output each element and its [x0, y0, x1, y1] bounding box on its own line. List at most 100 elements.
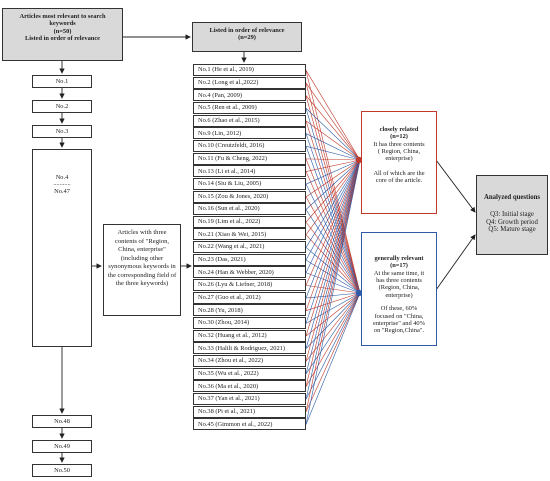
left-item-no50: No.50: [32, 464, 92, 477]
fan-line-closely: [305, 70, 361, 161]
article-row: No.11 (Fu & Cheng, 2022): [193, 152, 306, 165]
generally-relevant-line8: on "Region,China".: [373, 327, 425, 335]
article-row: No.16 (Sun et al., 2020): [193, 203, 306, 216]
article-row: No.2 (Long et al.,2022): [193, 76, 306, 89]
criteria-box: Articles with three contents of "Region,…: [103, 224, 181, 316]
arrow-closely-to-questions: [435, 159, 476, 213]
fan-line-closely: [305, 159, 361, 210]
article-row: No.38 (Pi et al., 2021): [193, 405, 306, 418]
article-row: No.21 (Xiao & Wei, 2015): [193, 228, 306, 241]
fan-line-general: [305, 292, 361, 412]
left-item-label: No.2: [55, 102, 69, 110]
fan-line-closely: [305, 159, 361, 324]
range-start: No.4: [55, 174, 69, 181]
article-row: No.45 (Gimmon et al., 2022): [193, 418, 306, 431]
article-row: No.4 (Pan, 2009): [193, 89, 306, 102]
article-row: No.37 (Yan et al., 2021): [193, 392, 306, 405]
fan-line-closely: [305, 108, 361, 161]
range-end: No.47: [54, 188, 70, 195]
hub-dot: [355, 156, 363, 164]
generally-relevant-count: (n=17): [390, 262, 408, 270]
fan-line-general: [305, 146, 361, 294]
fan-line-closely: [305, 159, 361, 248]
arrow-general-to-questions: [435, 234, 476, 291]
fan-line-closely: [305, 159, 361, 362]
generally-relevant-line2: has three contents: [376, 277, 422, 285]
fan-line-closely: [305, 159, 361, 261]
fan-line-general: [305, 247, 361, 294]
article-row: No.34 (Zhou et al., 2022): [193, 354, 306, 367]
fan-line-closely: [305, 159, 361, 223]
fan-line-closely: [305, 82, 361, 161]
article-row: No.1 (He et al., 2019): [193, 64, 306, 77]
generally-relevant-line5: Of these, 60%: [380, 305, 418, 313]
article-row: No.32 (Huang et al., 2012): [193, 329, 306, 342]
left-item-no48: No.48: [32, 415, 92, 428]
article-list: No.1 (He et al., 2019)No.2 (Long et al.,…: [193, 64, 306, 431]
fan-line-closely: [305, 159, 361, 337]
article-row: No.6 (Zhao et al., 2015): [193, 114, 306, 127]
left-item-label: No.50: [54, 466, 70, 474]
generally-relevant-title: generally relevant: [374, 255, 424, 262]
fan-line-closely: [305, 159, 361, 235]
fan-line-general: [305, 95, 361, 294]
fan-line-closely: [305, 159, 361, 387]
search-results-line2: keywords: [49, 20, 76, 28]
search-results-line1: Articles most relevant to search: [19, 13, 106, 20]
fan-line-general: [305, 292, 361, 387]
fan-line-closely: [305, 159, 361, 286]
criteria-text: Articles with three contents of "Region,…: [107, 229, 177, 288]
article-row: No.30 (Zhou, 2014): [193, 317, 306, 330]
fan-line-general: [305, 120, 361, 294]
article-row: No.33 (Halili & Rodriguez, 2021): [193, 342, 306, 355]
article-row: No.28 (Yu, 2018): [193, 304, 306, 317]
article-row: No.14 (Siu & Liu, 2005): [193, 177, 306, 190]
fan-line-closely: [305, 133, 361, 161]
hub-dot: [355, 289, 363, 297]
closely-related-count: (n=12): [390, 133, 408, 141]
fan-line-general: [305, 221, 361, 294]
left-item-no3: No.3: [32, 125, 92, 138]
closely-related-box: closely related (n=12) It has three cont…: [361, 111, 437, 214]
analyzed-questions-box: Analyzed questions Q3: Initial stage Q4:…: [476, 175, 548, 255]
article-row: No.27 (Guo et al., 2012): [193, 291, 306, 304]
fan-line-general: [305, 285, 361, 294]
fan-line-general: [305, 292, 361, 375]
left-item-label: No.49: [54, 442, 70, 450]
generally-relevant-line6: focused on "China,: [374, 312, 424, 320]
fan-line-general: [305, 70, 361, 294]
generally-relevant-box: generally relevant (n=17) At the same ti…: [361, 232, 437, 346]
search-results-box: Articles most relevant to search keyword…: [2, 8, 123, 61]
closely-related-line3: enterprise): [385, 155, 413, 163]
fan-line-general: [305, 292, 361, 311]
fan-line-closely: [305, 159, 361, 172]
ordered-list-title: Listed in order of relevance: [209, 27, 285, 34]
left-item-label: No.1: [55, 77, 69, 85]
closely-related-line5: core of the article.: [375, 177, 423, 185]
fan-line-closely: [305, 159, 361, 400]
fan-line-closely: [305, 158, 361, 161]
left-item-no2: No.2: [32, 100, 92, 113]
left-item-label: No.3: [55, 127, 69, 135]
ordered-list-box: Listed in order of relevance (n=29): [192, 22, 302, 52]
article-row: No.22 (Wang et al., 2021): [193, 241, 306, 254]
question-q5: Q5: Mature stage: [488, 226, 536, 234]
left-item-no1: No.1: [32, 75, 92, 88]
closely-related-line4: All of which are the: [373, 169, 425, 177]
search-results-line4: Listed in order of relevance: [24, 35, 101, 43]
article-row: No.36 (Ma et al., 2020): [193, 380, 306, 393]
article-row: No.26 (Lyu & Liefner, 2018): [193, 279, 306, 292]
fan-line-closely: [305, 159, 361, 185]
article-row: No.23 (Das, 2021): [193, 253, 306, 266]
generally-relevant-line7: enterprise" and 40%: [373, 319, 425, 327]
fan-line-general: [305, 209, 361, 294]
fan-line-closely: [305, 145, 361, 161]
fan-line-general: [305, 272, 361, 294]
ordered-list-count: (n=29): [238, 34, 256, 42]
article-row: No.5 (Ren et al., 2009): [193, 101, 306, 114]
article-row: No.35 (Wu et al., 2022): [193, 367, 306, 380]
article-row: No.9 (Lin, 2012): [193, 127, 306, 140]
fan-line-closely: [305, 159, 361, 349]
article-row: No.13 (Li et al., 2014): [193, 165, 306, 178]
